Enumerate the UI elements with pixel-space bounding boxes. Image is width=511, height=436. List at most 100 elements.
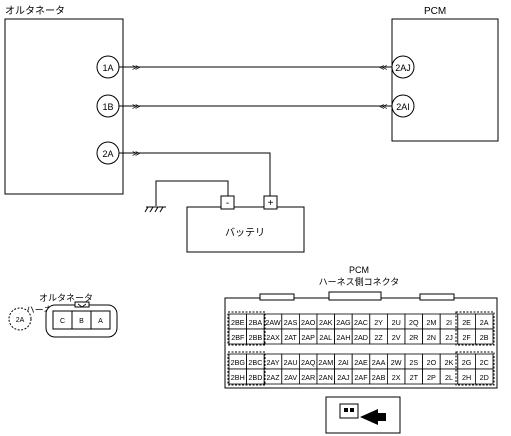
pcm-terminal <box>474 368 494 385</box>
pin-circles: 1A 1B 2A 2AJ 2AI <box>96 55 415 165</box>
pcm-terminal-label: 2E <box>462 318 471 327</box>
pin-label-2ai: 2AI <box>396 102 410 112</box>
pcm-terminal-label: 2AV <box>284 373 297 382</box>
battery-plus-terminal <box>263 195 278 210</box>
pin-label-2aj: 2AJ <box>395 63 411 73</box>
connector-mark: ≪ <box>379 102 387 111</box>
pcm-terminal-label: 2B <box>480 333 489 342</box>
battery-minus-label: - <box>226 198 229 209</box>
battery-label: バッテリ <box>225 227 265 239</box>
battery: - + バッテリ <box>186 195 305 253</box>
pcm-terminal-label: 2AL <box>319 333 332 342</box>
pcm-terminal-label: 2AO <box>301 318 316 327</box>
pcm-terminal-label: 2C <box>480 358 489 367</box>
alt-connector-latch <box>74 301 90 308</box>
pcm-connector-title1: PCM <box>349 265 369 275</box>
pcm-terminal-label: 2AS <box>284 318 298 327</box>
pcm-terminal-label: 2AE <box>354 358 368 367</box>
pcm-terminal-label: 2G <box>462 358 472 367</box>
pin-label-1b: 1B <box>102 102 113 112</box>
wire-connector-marks: ≫ ≪ ≫ ≪ ≫ <box>132 63 387 158</box>
pcm-terminal-label: 2AT <box>284 333 297 342</box>
pcm-terminal-label: 2BC <box>248 358 262 367</box>
wire-2a-battery <box>119 152 271 196</box>
pcm-terminal-label: 2AG <box>336 318 351 327</box>
view-inset-frame <box>325 396 401 434</box>
battery-box <box>186 206 305 253</box>
pin-circle-2a <box>96 141 120 165</box>
pcm-terminal-group-outline <box>227 311 266 346</box>
svg-text:B: B <box>79 318 84 325</box>
pcm-terminal-label: 2BF <box>231 333 245 342</box>
pcm-terminal-group-outline <box>455 351 495 386</box>
pcm-terminal-label: 2D <box>480 373 489 382</box>
pcm-title: PCM <box>424 6 446 17</box>
connector-mark: ≫ <box>132 63 140 72</box>
battery-plus-label: + <box>268 198 274 209</box>
alt-pin-circle-label: 2A <box>16 317 25 324</box>
pcm-terminal-label: 2AI <box>338 358 349 367</box>
pcm-terminal-label: 2P <box>427 373 436 382</box>
pcm-terminal-label: 2AD <box>354 333 368 342</box>
pcm-terminal-label: 2M <box>426 318 436 327</box>
wire-battery-ground <box>155 180 229 206</box>
pcm-terminal-label: 2A <box>480 318 489 327</box>
pcm-terminal-label: 2J <box>445 333 453 342</box>
battery-minus-terminal <box>220 195 235 210</box>
alt-connector-title1: オルタネータ <box>39 293 93 303</box>
pcm-terminal-label: 2F <box>462 333 471 342</box>
pcm-terminal-label: 2AB <box>372 373 386 382</box>
view-direction-arrow-icon <box>360 409 386 425</box>
pcm-terminal-label: 2BE <box>231 318 245 327</box>
pcm-terminal-label: 2AH <box>336 333 350 342</box>
pin-circle-1a <box>96 55 120 79</box>
pcm-terminal-label: 2AP <box>301 333 315 342</box>
pcm-terminal-label: 2H <box>462 373 471 382</box>
pcm-terminal-label: 2AQ <box>301 358 316 367</box>
pcm-terminal-group-outline <box>227 351 266 386</box>
alt-terminal-a <box>90 310 111 330</box>
pcm-terminal-label: 2V <box>392 333 401 342</box>
pcm-terminal-label: 2BB <box>249 333 263 342</box>
pcm-terminal-label: 2BG <box>231 358 246 367</box>
pcm-terminal-label: 2W <box>391 358 402 367</box>
pcm-terminal-label: 2AN <box>319 373 333 382</box>
pcm-terminal-label: 2N <box>427 333 436 342</box>
alternator-title: オルタネータ <box>5 5 65 17</box>
pcm-terminal-label: 2Z <box>374 333 383 342</box>
pcm-terminal-label: 2I <box>446 318 452 327</box>
pcm-terminal-label: 2BH <box>231 373 245 382</box>
pcm-terminal-label: 2AC <box>354 318 368 327</box>
pcm-terminal-label: 2AZ <box>266 373 280 382</box>
pcm-terminal-label: 2AM <box>318 358 333 367</box>
pcm-terminal-label: 2T <box>410 373 419 382</box>
pcm-terminal-label: 2O <box>427 358 437 367</box>
pcm-terminal-label: 2R <box>409 333 418 342</box>
svg-text:C: C <box>60 318 65 325</box>
pin-circle-1b <box>96 94 120 118</box>
pcm-terminal-label: 2Q <box>409 318 419 327</box>
pin-circle-2aj <box>391 55 415 79</box>
pcm-connector-title2: ハーネス側コネクタ <box>319 276 400 287</box>
pcm-terminal-label: 2AX <box>266 333 280 342</box>
alternator-connector: オルタネータ ハーネス側コネクタ 2A C B A <box>8 293 118 338</box>
pin-label-1a: 1A <box>102 63 113 73</box>
pcm-terminal-label: 2U <box>392 318 401 327</box>
connector-mark: ≫ <box>132 149 140 158</box>
connector-mark: ≪ <box>379 63 387 72</box>
pcm-terminal-label: 2S <box>409 358 418 367</box>
pcm-terminal-label: 2BD <box>248 373 262 382</box>
pcm-terminal-label: 2Y <box>374 318 383 327</box>
pcm-terminal <box>474 328 494 345</box>
connector-mark: ≫ <box>132 102 140 111</box>
pcm-terminal-label: 2AR <box>301 373 315 382</box>
pcm-terminal-label: 2K <box>445 358 454 367</box>
pcm-terminal-label: 2AU <box>284 358 298 367</box>
pin-label-2a: 2A <box>102 149 113 159</box>
pcm-terminal-label: 2AY <box>266 358 279 367</box>
pcm-terminal-label: 2X <box>392 373 401 382</box>
svg-text:A: A <box>98 318 103 325</box>
alt-pin-circle <box>8 307 32 331</box>
